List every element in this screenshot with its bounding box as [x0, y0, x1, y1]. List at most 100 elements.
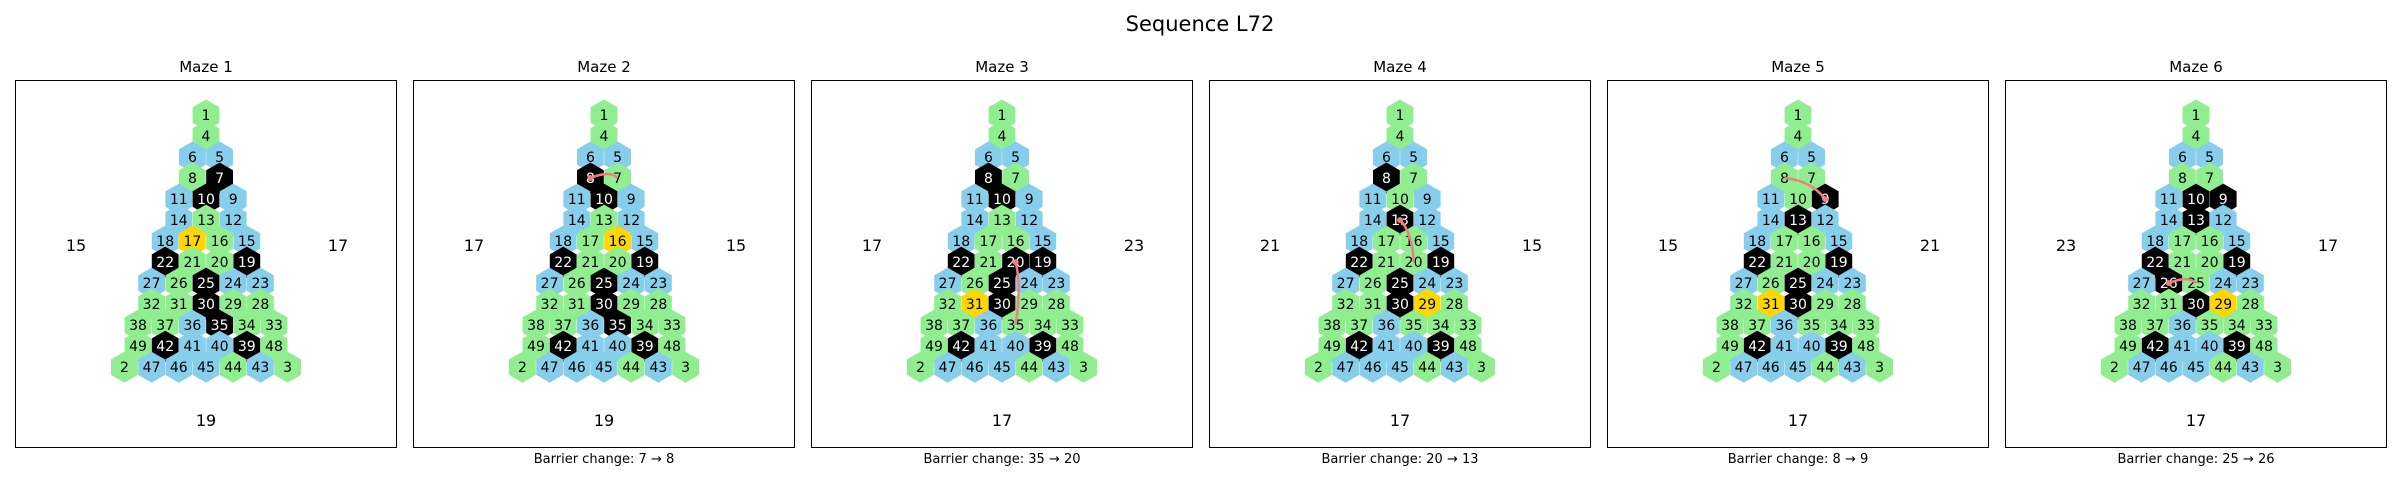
hex-label-41: 41: [581, 339, 599, 355]
hex-label-9: 9: [2219, 192, 2228, 208]
hex-label-23: 23: [2241, 276, 2259, 292]
arrow-head: [1397, 217, 1403, 224]
hex-label-15: 15: [636, 234, 654, 250]
hex-label-22: 22: [952, 255, 970, 271]
hex-label-29: 29: [1020, 297, 1038, 313]
arrow-head: [587, 175, 594, 182]
hex-label-33: 33: [1061, 318, 1079, 334]
hex-cell-45: [1784, 351, 1812, 383]
hex-label-41: 41: [183, 339, 201, 355]
hex-cell-14: [2155, 204, 2183, 236]
hex-cell-42: [1345, 330, 1373, 362]
hex-cell-6: [179, 141, 206, 173]
hex-label-32: 32: [1337, 297, 1355, 313]
hex-cell-49: [920, 330, 948, 362]
hex-label-41: 41: [979, 339, 997, 355]
hex-cell-29: [1811, 288, 1839, 320]
hex-label-32: 32: [939, 297, 957, 313]
hex-label-13: 13: [595, 213, 613, 229]
hex-cell-16: [2196, 225, 2223, 257]
hex-label-48: 48: [1857, 339, 1875, 355]
hex-cell-3: [1866, 351, 1893, 383]
hex-label-10: 10: [1789, 192, 1807, 208]
hex-cell-24: [1811, 267, 1839, 299]
hex-label-13: 13: [1789, 213, 1807, 229]
hex-label-5: 5: [1011, 150, 1020, 166]
hex-label-8: 8: [2178, 171, 2187, 187]
hex-label-27: 27: [939, 276, 957, 292]
hex-label-14: 14: [1364, 213, 1382, 229]
hex-cell-2: [509, 351, 536, 383]
hex-cell-14: [1757, 204, 1785, 236]
hex-label-48: 48: [1459, 339, 1477, 355]
hex-label-6: 6: [188, 150, 197, 166]
hex-label-27: 27: [2133, 276, 2151, 292]
hex-cell-33: [260, 309, 288, 341]
hex-cell-15: [2223, 225, 2251, 257]
hex-label-6: 6: [586, 150, 595, 166]
hex-label-48: 48: [1061, 339, 1079, 355]
hex-label-43: 43: [251, 360, 269, 376]
hex-label-5: 5: [1409, 150, 1418, 166]
hex-label-32: 32: [143, 297, 161, 313]
hex-cell-38: [1318, 309, 1346, 341]
hex-label-2: 2: [1314, 360, 1323, 376]
hex-cell-4: [2182, 120, 2210, 152]
hex-cell-9: [2209, 183, 2237, 215]
hex-label-48: 48: [663, 339, 681, 355]
hex-label-34: 34: [238, 318, 256, 334]
hex-label-14: 14: [1762, 213, 1780, 229]
hex-cell-1: [590, 99, 618, 131]
hex-cell-47: [934, 351, 961, 383]
hex-label-35: 35: [609, 318, 627, 334]
hex-label-1: 1: [2192, 108, 2201, 124]
hex-label-11: 11: [1364, 192, 1382, 208]
hex-cell-16: [1400, 225, 1427, 257]
bottom-side-value: 17: [1788, 411, 1808, 430]
hex-label-42: 42: [2146, 339, 2164, 355]
barrier-change-caption: Barrier change: 8 → 9: [1727, 452, 1869, 467]
hex-label-21: 21: [1377, 255, 1395, 271]
hex-cell-47: [1730, 351, 1757, 383]
hex-label-42: 42: [554, 339, 572, 355]
hex-label-11: 11: [170, 192, 188, 208]
hex-label-23: 23: [1445, 276, 1463, 292]
hex-label-5: 5: [613, 150, 622, 166]
hex-cell-5: [206, 141, 233, 173]
hex-cell-11: [961, 183, 989, 215]
hex-cell-35: [604, 309, 631, 341]
hex-label-22: 22: [156, 255, 174, 271]
hex-label-12: 12: [2214, 213, 2232, 229]
hex-label-2: 2: [916, 360, 925, 376]
bottom-side-value: 19: [594, 411, 614, 430]
hex-cell-9: [1015, 183, 1043, 215]
hex-label-49: 49: [1721, 339, 1739, 355]
hex-label-49: 49: [2119, 339, 2137, 355]
hex-label-45: 45: [1391, 360, 1409, 376]
hex-cell-9: [219, 183, 247, 215]
hex-cell-28: [2237, 288, 2264, 320]
hex-cell-48: [2250, 330, 2278, 362]
hex-label-16: 16: [1007, 234, 1025, 250]
hex-cell-27: [1332, 267, 1359, 299]
hex-cell-39: [631, 330, 659, 362]
hex-label-43: 43: [1843, 360, 1861, 376]
right-side-value: 17: [328, 236, 348, 255]
hex-cell-47: [138, 351, 165, 383]
hex-cell-10: [1784, 183, 1812, 215]
hex-cell-44: [1015, 351, 1043, 383]
left-side-value: 15: [1658, 236, 1678, 255]
hex-label-39: 39: [636, 339, 654, 355]
hex-label-20: 20: [2201, 255, 2219, 271]
hex-cell-29: [1015, 288, 1043, 320]
hex-cell-45: [192, 351, 220, 383]
hex-label-1: 1: [600, 108, 609, 124]
hex-cell-35: [206, 309, 233, 341]
hex-label-2: 2: [518, 360, 527, 376]
hex-cell-41: [1373, 330, 1400, 362]
hex-cell-6: [2169, 141, 2196, 173]
maze-panel: 1465871110914131218171615222120192726252…: [811, 80, 1193, 448]
hex-label-30: 30: [993, 297, 1011, 313]
hex-label-14: 14: [966, 213, 984, 229]
hex-cell-4: [988, 120, 1016, 152]
